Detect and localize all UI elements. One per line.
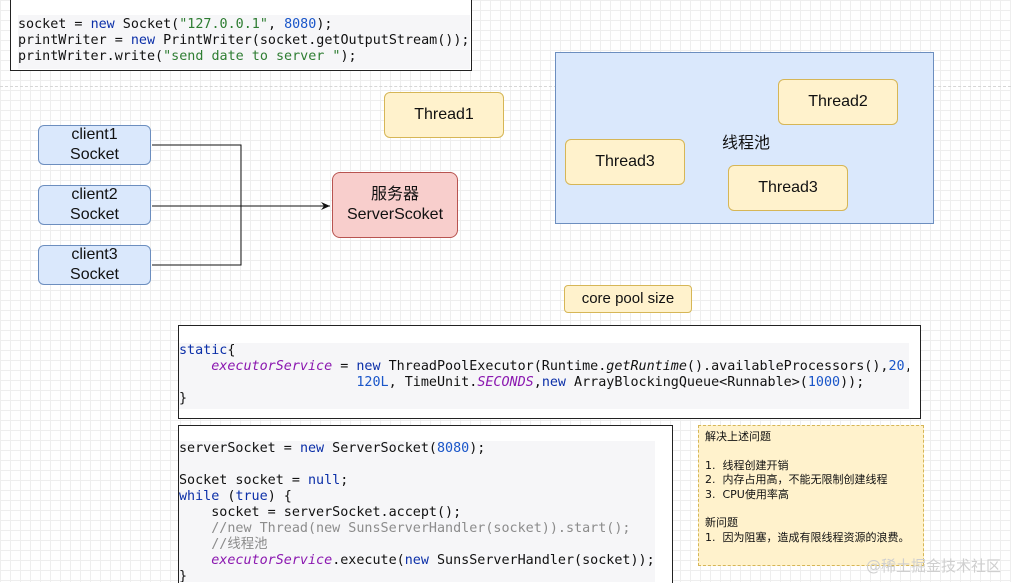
note-item: 3. CPU使用率高 [705,487,789,501]
divider-line [0,86,1011,87]
code-line: while (true) { [179,489,292,504]
code-line: printWriter = new PrintWriter(socket.get… [18,33,470,48]
note-item: 1. 线程创建开销 [705,458,789,472]
note-title: 解决上述问题 [705,430,771,443]
thread-pool-label: 线程池 [722,135,771,152]
client1-connector [152,144,242,206]
code-line: } [179,391,188,406]
code-line: static{ [179,343,236,358]
code-line: socket = new Socket("127.0.0.1", 8080); [18,17,333,32]
code-line: executorService = new ThreadPoolExecutor… [211,359,909,374]
code-line: socket = serverSocket.accept(); [211,505,462,520]
code-line: //new Thread(new SunsServerHandler(socke… [211,521,631,536]
pool-thread3b-box: Thread3 [728,165,848,211]
code-line: printWriter.write("send date to server "… [18,49,357,64]
code-line: Socket socket = null; [179,473,349,488]
executor-code-block: static{ executorService = new ThreadPool… [179,343,909,409]
code-line: //线程池 [211,537,268,552]
client3-connector [152,206,242,266]
core-pool-size-label: core pool size [564,285,692,313]
pool-thread2-box: Thread2 [778,79,898,125]
note-new-title: 新问题 [705,516,738,529]
note-item: 2. 内存占用高，不能无限制创建线程 [705,473,888,486]
watermark: @稀土掘金技术社区 [865,557,1001,575]
code-line: executorService.execute(new SunsServerHa… [211,553,655,568]
thread1-box: Thread1 [384,92,504,138]
pool-thread3-box: Thread3 [565,139,685,185]
code-line: } [179,569,188,582]
note-item: 1. 因为阻塞，造成有限线程资源的浪费。 [705,530,910,544]
server-code-block: serverSocket = new ServerSocket(8080); S… [179,441,655,582]
code-line: serverSocket = new ServerSocket(8080); [179,441,486,456]
client-code-block: socket = new Socket("127.0.0.1", 8080); … [18,15,470,69]
code-line: 120L, TimeUnit.SECONDS,new ArrayBlocking… [356,375,865,390]
